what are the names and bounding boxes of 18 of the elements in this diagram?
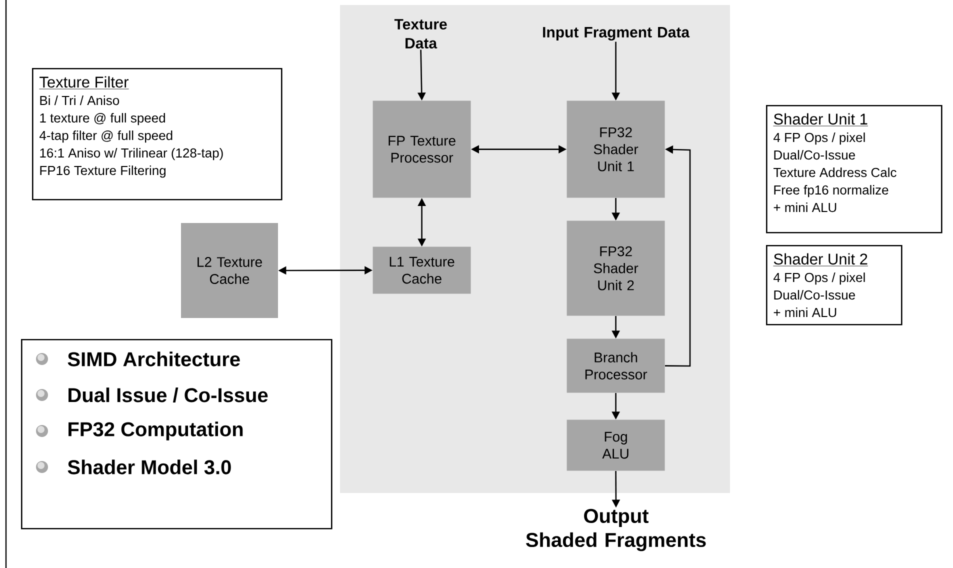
bullet-text: SIMD Architecture — [68, 352, 240, 366]
bullet-text: Dual Issue / Co-Issue — [68, 388, 268, 402]
process-box: L2 Texture Cache — [181, 223, 278, 318]
heading-text: Input Fragment Data — [543, 27, 690, 41]
bullet-text: Shader Model 3.0 — [68, 460, 231, 474]
process-box: FP32 Shader Unit 1 — [566, 100, 665, 198]
process-box: FP Texture Processor — [372, 100, 471, 198]
process-box: Fog ALU — [566, 420, 665, 471]
bullet-list-box — [21, 339, 332, 530]
process-box: Branch Processor — [566, 338, 665, 393]
info-box: Shader Unit 1 4 FP Ops / pixel Dual/Co-Issue Texture Address Calc Free fp16 normalize + mini ALU — [766, 105, 942, 234]
heading-text: Output Shaded Fragments — [526, 508, 706, 552]
info-box: Shader Unit 2 4 FP Ops / pixel Dual/Co-Issue + mini ALU — [766, 245, 902, 326]
process-box: FP32 Shader Unit 2 — [566, 220, 665, 316]
heading-text: Texture Data — [394, 19, 447, 49]
info-box: Texture Filter Bi / Tri / Aniso 1 texture @ full speed 4-tap filter @ full speed 16:1 Aniso w/ Trilinear (128-tap) FP16 Texture Filtering — [32, 68, 282, 200]
process-box: L1 Texture Cache — [372, 246, 471, 294]
bullet-text: FP32 Computation — [68, 422, 243, 440]
